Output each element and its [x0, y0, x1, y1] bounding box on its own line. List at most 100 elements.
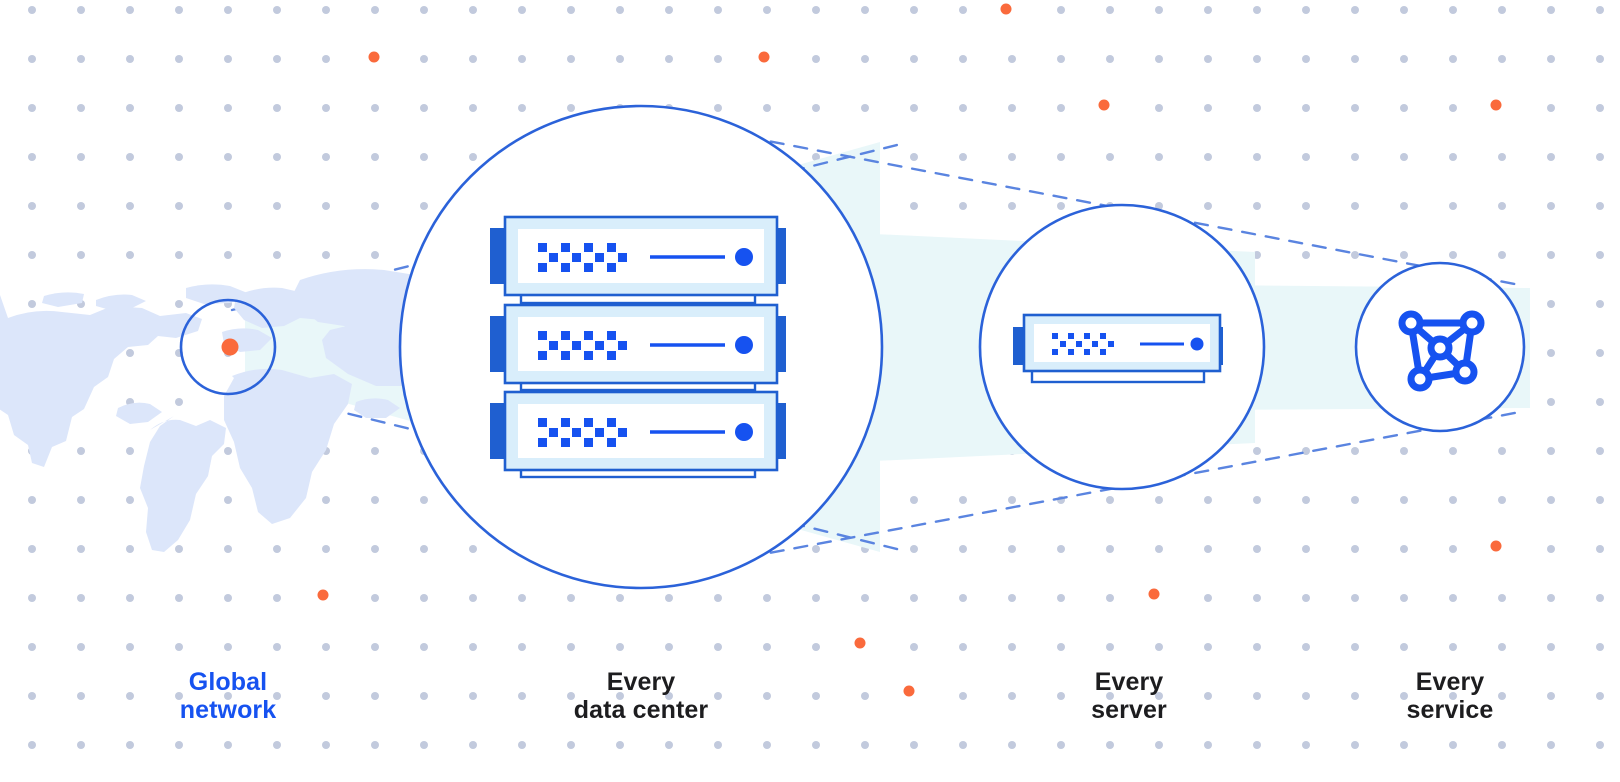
grid-dot — [126, 202, 134, 210]
grid-dot — [763, 741, 771, 749]
grid-dot — [371, 692, 379, 700]
grid-dot — [77, 55, 85, 63]
grid-dot — [1302, 6, 1310, 14]
grid-dot — [1547, 6, 1555, 14]
grid-dot — [1400, 594, 1408, 602]
grid-dot — [1204, 202, 1212, 210]
grid-dot — [1057, 545, 1065, 553]
grid-dot — [959, 6, 967, 14]
grid-dot — [1400, 104, 1408, 112]
grid-dot — [1547, 545, 1555, 553]
grid-dot — [518, 741, 526, 749]
grid-dot — [1204, 643, 1212, 651]
grid-dot — [665, 55, 673, 63]
grid-dot — [175, 6, 183, 14]
grid-dot — [273, 741, 281, 749]
grid-dot — [1449, 251, 1457, 259]
grid-dot — [420, 153, 428, 161]
grid-dot — [959, 104, 967, 112]
grid-dot — [1008, 496, 1016, 504]
grid-dot — [1596, 202, 1604, 210]
grid-dot-accent — [368, 51, 380, 63]
grid-dot — [812, 153, 820, 161]
grid-dot — [77, 447, 85, 455]
grid-dot — [1008, 545, 1016, 553]
grid-dot — [469, 55, 477, 63]
grid-dot — [714, 104, 722, 112]
grid-dot — [1547, 55, 1555, 63]
grid-dot — [1253, 447, 1261, 455]
grid-dot — [1498, 496, 1506, 504]
grid-dot — [910, 545, 918, 553]
grid-dot — [861, 104, 869, 112]
grid-dot — [714, 594, 722, 602]
grid-dot — [1498, 692, 1506, 700]
grid-dot — [420, 202, 428, 210]
grid-dot — [1596, 251, 1604, 259]
grid-dot — [1596, 692, 1604, 700]
grid-dot — [322, 153, 330, 161]
grid-dot — [1351, 545, 1359, 553]
grid-dot — [273, 6, 281, 14]
grid-dot — [1498, 202, 1506, 210]
grid-dot — [371, 741, 379, 749]
grid-dot — [322, 104, 330, 112]
grid-dot — [1302, 692, 1310, 700]
grid-dot — [1547, 447, 1555, 455]
grid-dot — [1302, 104, 1310, 112]
grid-dot — [371, 496, 379, 504]
grid-dot — [861, 6, 869, 14]
grid-dot — [371, 643, 379, 651]
grid-dot — [469, 741, 477, 749]
grid-dot — [1449, 545, 1457, 553]
grid-dot — [371, 153, 379, 161]
grid-dot — [1596, 643, 1604, 651]
grid-dot — [322, 6, 330, 14]
grid-dot — [28, 251, 36, 259]
grid-dot — [273, 545, 281, 553]
grid-dot — [910, 741, 918, 749]
single-server-icon — [1013, 313, 1223, 384]
grid-dot — [959, 594, 967, 602]
grid-dot — [1253, 545, 1261, 553]
grid-dot — [273, 643, 281, 651]
grid-dot — [469, 545, 477, 553]
grid-dot — [763, 692, 771, 700]
grid-dot-accent — [903, 685, 915, 697]
grid-dot — [1449, 594, 1457, 602]
grid-dot-accent — [1098, 99, 1110, 111]
grid-dot — [959, 496, 967, 504]
grid-dot — [126, 104, 134, 112]
grid-dot — [665, 741, 673, 749]
grid-dot — [1351, 6, 1359, 14]
grid-dot — [28, 6, 36, 14]
grid-dot — [1596, 300, 1604, 308]
grid-dot — [28, 202, 36, 210]
grid-dot — [469, 594, 477, 602]
grid-dot — [861, 741, 869, 749]
grid-dot — [1204, 692, 1212, 700]
grid-dot — [469, 643, 477, 651]
grid-dot — [28, 153, 36, 161]
grid-dot — [224, 545, 232, 553]
grid-dot — [469, 6, 477, 14]
grid-dot — [28, 741, 36, 749]
grid-dot — [322, 692, 330, 700]
grid-dot — [322, 202, 330, 210]
grid-dot — [1449, 202, 1457, 210]
grid-dot — [812, 6, 820, 14]
grid-dot — [126, 251, 134, 259]
grid-dot — [1547, 496, 1555, 504]
grid-dot — [616, 55, 624, 63]
grid-dot — [420, 104, 428, 112]
grid-dot — [1057, 692, 1065, 700]
grid-dot — [567, 55, 575, 63]
grid-dot — [1155, 104, 1163, 112]
map-highlight-circle — [179, 298, 277, 396]
grid-dot — [1596, 741, 1604, 749]
grid-dot — [763, 6, 771, 14]
grid-dot — [1057, 6, 1065, 14]
grid-dot — [28, 643, 36, 651]
grid-dot — [175, 153, 183, 161]
grid-dot — [1596, 398, 1604, 406]
